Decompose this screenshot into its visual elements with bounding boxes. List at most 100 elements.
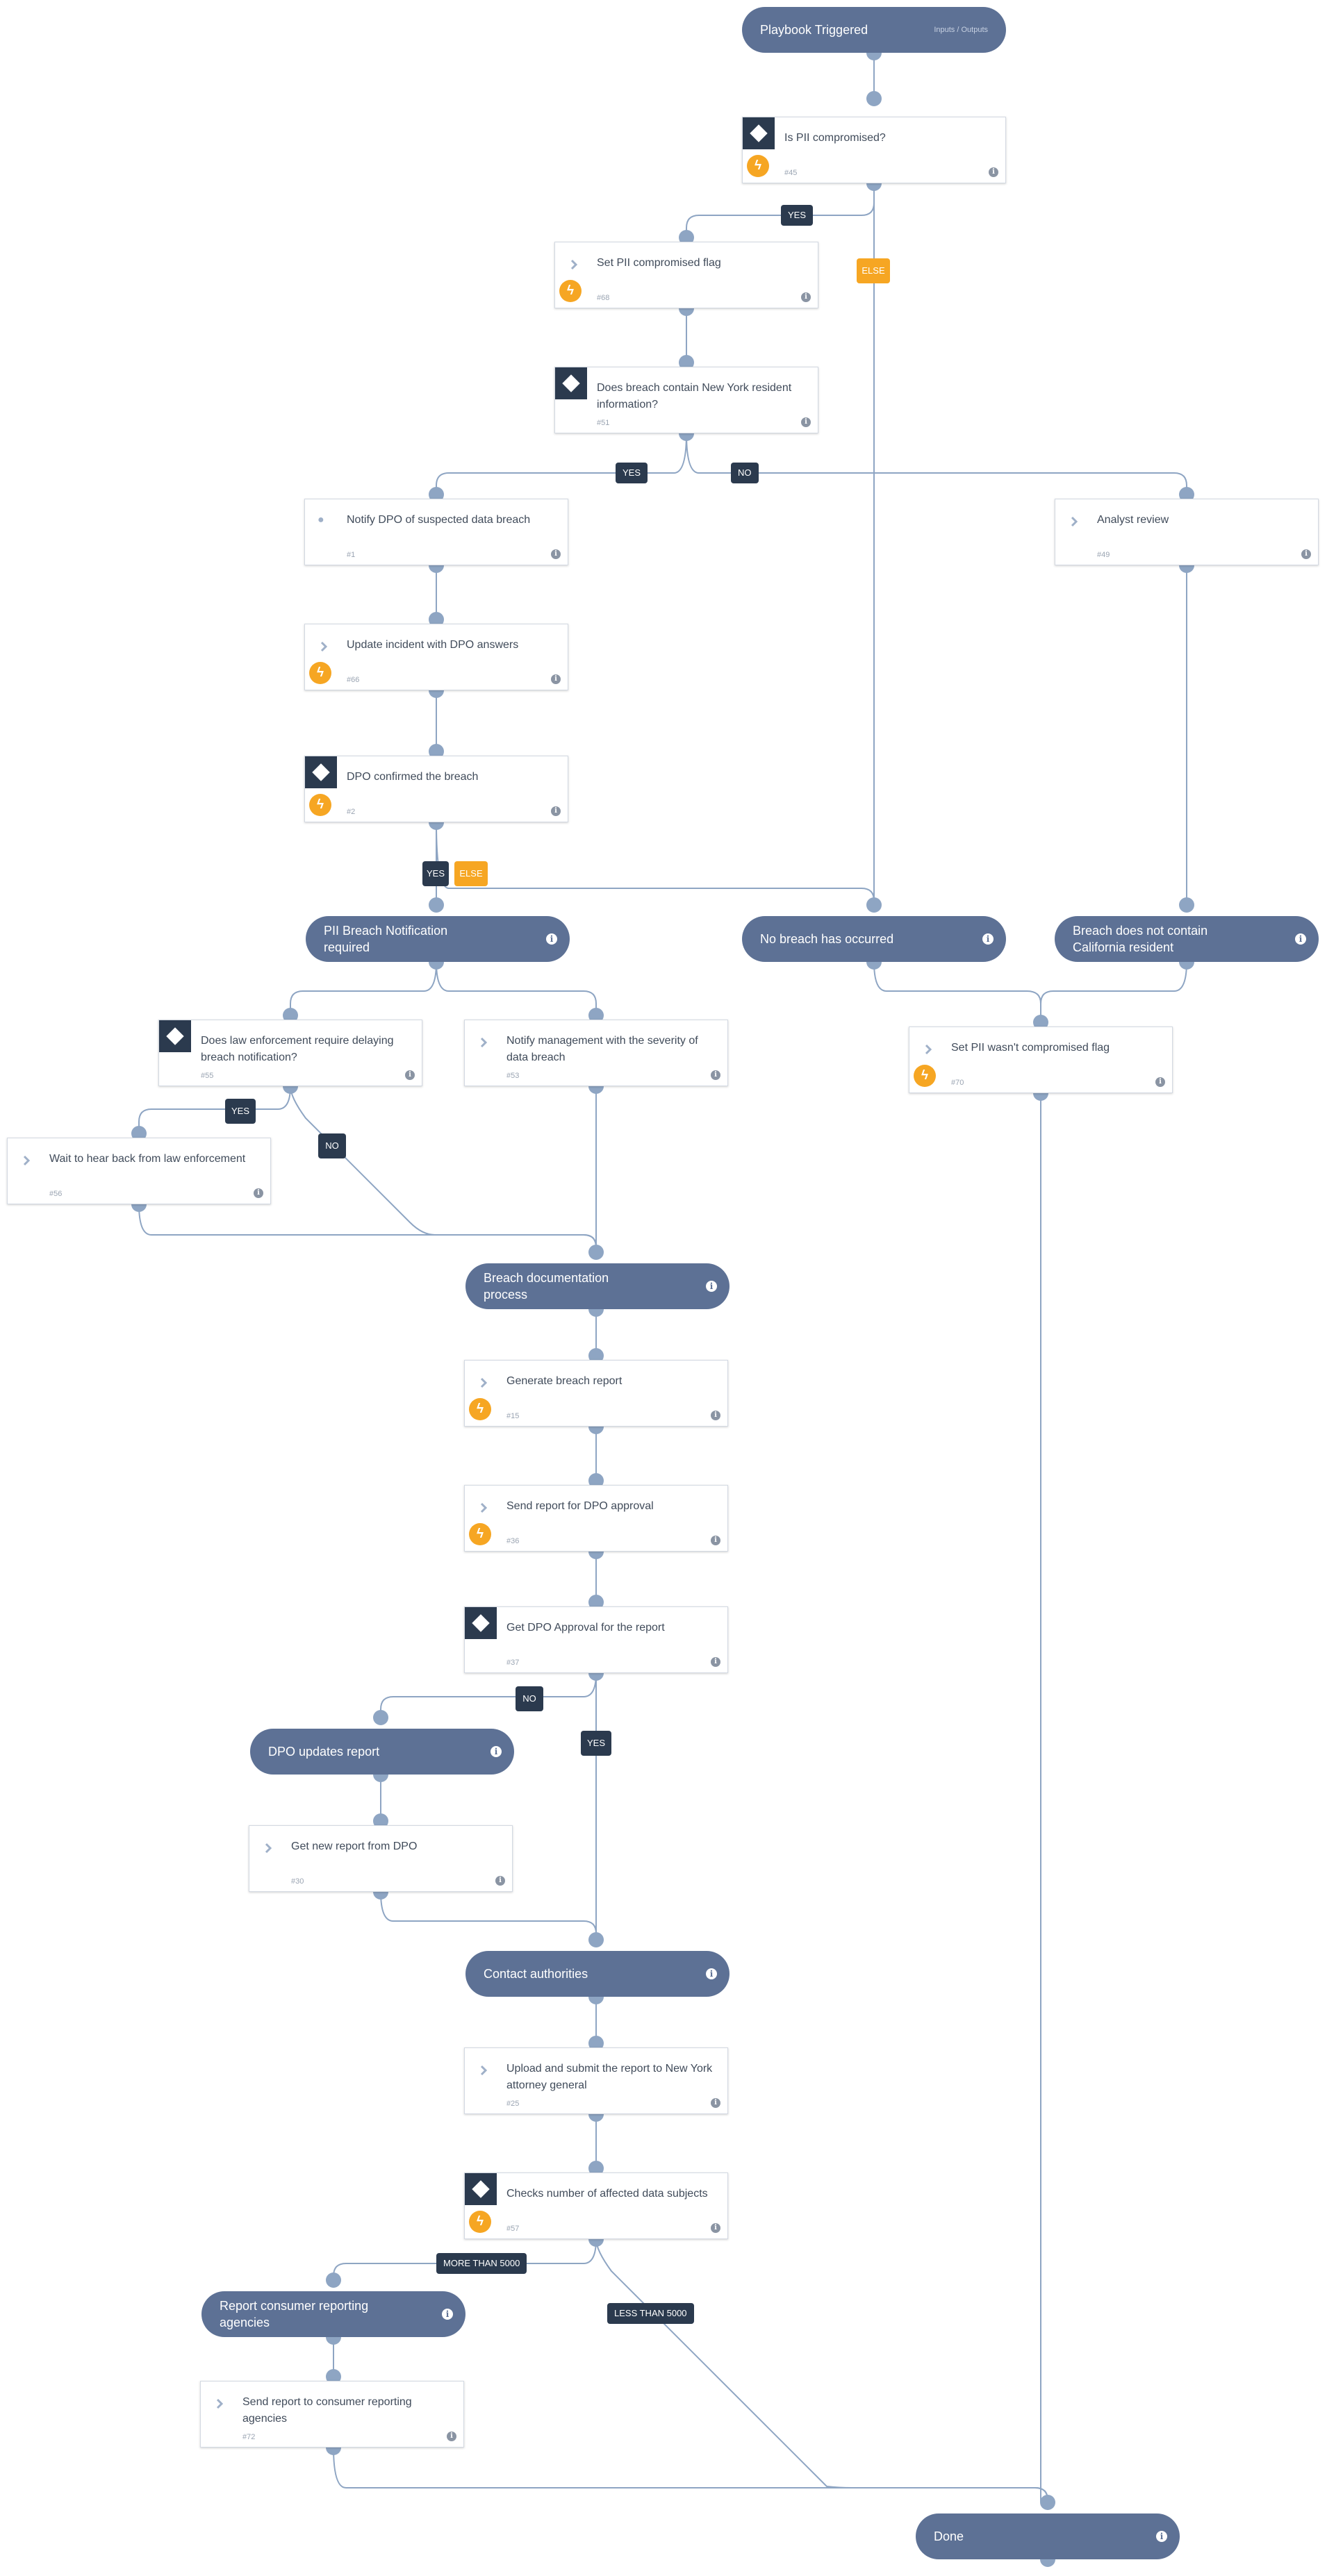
node-title: Get new report from DPO xyxy=(291,1840,418,1852)
connector-port[interactable] xyxy=(588,1008,604,1023)
connector-port[interactable] xyxy=(588,1245,604,1260)
node-title: Update incident with DPO answers xyxy=(347,639,519,651)
connector-port[interactable] xyxy=(283,1008,298,1023)
node-update-incident[interactable]: ϟ Update incident with DPO answers #66 i xyxy=(304,624,568,690)
node-send-report-dpo-approval[interactable]: ϟ Send report for DPO approval #36 i xyxy=(464,1485,728,1552)
info-icon[interactable]: i xyxy=(711,1657,720,1667)
edge-label-yes: YES xyxy=(225,1099,256,1124)
connector-port[interactable] xyxy=(373,1813,388,1829)
info-icon[interactable]: i xyxy=(495,1876,505,1886)
node-title: Set PII compromised flag xyxy=(597,257,721,269)
connector-port[interactable] xyxy=(429,744,444,759)
connector-port[interactable] xyxy=(1033,1015,1048,1030)
node-title: No breach has occurred xyxy=(760,932,894,946)
node-breach-documentation-process[interactable]: Breach documentation process i xyxy=(465,1263,730,1309)
node-upload-ny-attorney[interactable]: Upload and submit the report to New York… xyxy=(464,2047,728,2114)
node-set-pii-not-compromised[interactable]: ϟ Set PII wasn't compromised flag #70 i xyxy=(909,1027,1173,1093)
connector-port[interactable] xyxy=(429,897,444,913)
info-icon[interactable]: i xyxy=(447,2432,456,2441)
info-icon[interactable]: i xyxy=(442,2309,453,2320)
node-wait-law-enforcement[interactable]: Wait to hear back from law enforcement #… xyxy=(7,1138,271,1204)
info-icon[interactable]: i xyxy=(254,1188,263,1198)
node-set-pii-compromised-flag[interactable]: ϟ Set PII compromised flag #68 i xyxy=(554,242,818,308)
info-icon[interactable]: i xyxy=(551,674,561,684)
info-icon[interactable]: i xyxy=(551,806,561,816)
info-icon[interactable]: i xyxy=(982,933,994,945)
info-icon[interactable]: i xyxy=(1155,1077,1165,1087)
node-no-breach-has-occurred[interactable]: No breach has occurred i xyxy=(742,916,1006,962)
node-report-consumer-agencies[interactable]: Report consumer reporting agencies i xyxy=(201,2291,465,2337)
connector-port[interactable] xyxy=(588,1473,604,1488)
node-send-report-agencies[interactable]: Send report to consumer reporting agenci… xyxy=(200,2381,464,2448)
node-contact-authorities[interactable]: Contact authorities i xyxy=(465,1951,730,1997)
info-icon[interactable]: i xyxy=(989,167,998,177)
node-get-new-report[interactable]: Get new report from DPO #30 i xyxy=(249,1825,513,1892)
node-title: Report consumer reporting agencies xyxy=(220,2299,369,2329)
node-get-dpo-approval[interactable]: Get DPO Approval for the report #37 i xyxy=(464,1606,728,1673)
task-number: #1 xyxy=(347,551,356,559)
connector-port[interactable] xyxy=(588,2161,604,2176)
node-analyst-review[interactable]: Analyst review #49 i xyxy=(1055,499,1319,565)
connector-port[interactable] xyxy=(679,355,694,370)
info-icon[interactable]: i xyxy=(1156,2531,1167,2542)
connector-port[interactable] xyxy=(1179,897,1194,913)
info-icon[interactable]: i xyxy=(711,1536,720,1545)
task-number: #49 xyxy=(1097,551,1110,559)
connector-port[interactable] xyxy=(429,487,444,502)
connector-port[interactable] xyxy=(588,1348,604,1363)
connector-port[interactable] xyxy=(1179,487,1194,502)
task-number: #53 xyxy=(506,1072,520,1080)
node-title: Send report for DPO approval xyxy=(506,1500,654,1512)
task-number: #51 xyxy=(597,419,610,427)
node-title: Generate breach report xyxy=(506,1375,623,1387)
node-title: Analyst review xyxy=(1097,514,1169,526)
node-dpo-confirmed[interactable]: ϟ DPO confirmed the breach #2 i xyxy=(304,756,568,822)
info-icon[interactable]: i xyxy=(711,1070,720,1080)
task-number: #57 xyxy=(506,2225,520,2233)
info-icon[interactable]: i xyxy=(1301,549,1311,559)
lightning-icon: ϟ xyxy=(469,2211,491,2233)
connector-port[interactable] xyxy=(588,2036,604,2051)
node-notify-management[interactable]: Notify management with the severity of d… xyxy=(464,1020,728,1086)
node-title: Get DPO Approval for the report xyxy=(506,1622,665,1634)
node-check-affected-subjects[interactable]: ϟ Checks number of affected data subject… xyxy=(464,2172,728,2239)
info-icon[interactable]: i xyxy=(711,1411,720,1420)
connector-port[interactable] xyxy=(326,2272,341,2288)
info-icon[interactable]: i xyxy=(405,1070,415,1080)
info-icon[interactable]: i xyxy=(1295,933,1306,945)
node-title: Checks number of affected data subjects xyxy=(506,2188,708,2200)
connector-port[interactable] xyxy=(588,1595,604,1610)
info-icon[interactable]: i xyxy=(801,292,811,302)
connector-port[interactable] xyxy=(866,897,882,913)
connector-port[interactable] xyxy=(326,2369,341,2384)
edge-connector xyxy=(138,1086,291,1133)
node-breach-not-california[interactable]: Breach does not contain California resid… xyxy=(1055,916,1319,962)
info-icon[interactable]: i xyxy=(546,933,557,945)
node-dpo-updates-report[interactable]: DPO updates report i xyxy=(250,1729,514,1775)
connector-port[interactable] xyxy=(588,1932,604,1947)
connector-port[interactable] xyxy=(1040,2495,1055,2510)
task-number: #55 xyxy=(201,1072,214,1080)
connector-port[interactable] xyxy=(131,1126,147,1141)
connector-port[interactable] xyxy=(373,1710,388,1725)
node-generate-breach-report[interactable]: ϟ Generate breach report #15 i xyxy=(464,1360,728,1427)
chevron-right-icon xyxy=(23,1155,31,1166)
inputs-outputs-link[interactable]: Inputs / Outputs xyxy=(934,26,988,34)
connector-port[interactable] xyxy=(866,91,882,106)
node-playbook-triggered[interactable]: Playbook Triggered Inputs / Outputs xyxy=(742,7,1006,53)
info-icon[interactable]: i xyxy=(706,1281,717,1292)
connector-port[interactable] xyxy=(679,230,694,245)
node-pii-breach-notification-required[interactable]: PII Breach Notification required i xyxy=(306,916,570,962)
info-icon[interactable]: i xyxy=(711,2223,720,2233)
node-notify-dpo[interactable]: ● Notify DPO of suspected data breach #1… xyxy=(304,499,568,565)
info-icon[interactable]: i xyxy=(551,549,561,559)
info-icon[interactable]: i xyxy=(801,417,811,427)
node-is-pii-compromised[interactable]: ϟ Is PII compromised? #45 i xyxy=(742,117,1006,183)
info-icon[interactable]: i xyxy=(706,1968,717,1979)
node-law-enforcement-check[interactable]: Does law enforcement require delaying br… xyxy=(158,1020,422,1086)
connector-port[interactable] xyxy=(429,612,444,627)
info-icon[interactable]: i xyxy=(491,1746,502,1757)
info-icon[interactable]: i xyxy=(711,2098,720,2108)
node-ny-resident-check[interactable]: Does breach contain New York resident in… xyxy=(554,367,818,433)
node-done[interactable]: Done i xyxy=(916,2513,1180,2559)
